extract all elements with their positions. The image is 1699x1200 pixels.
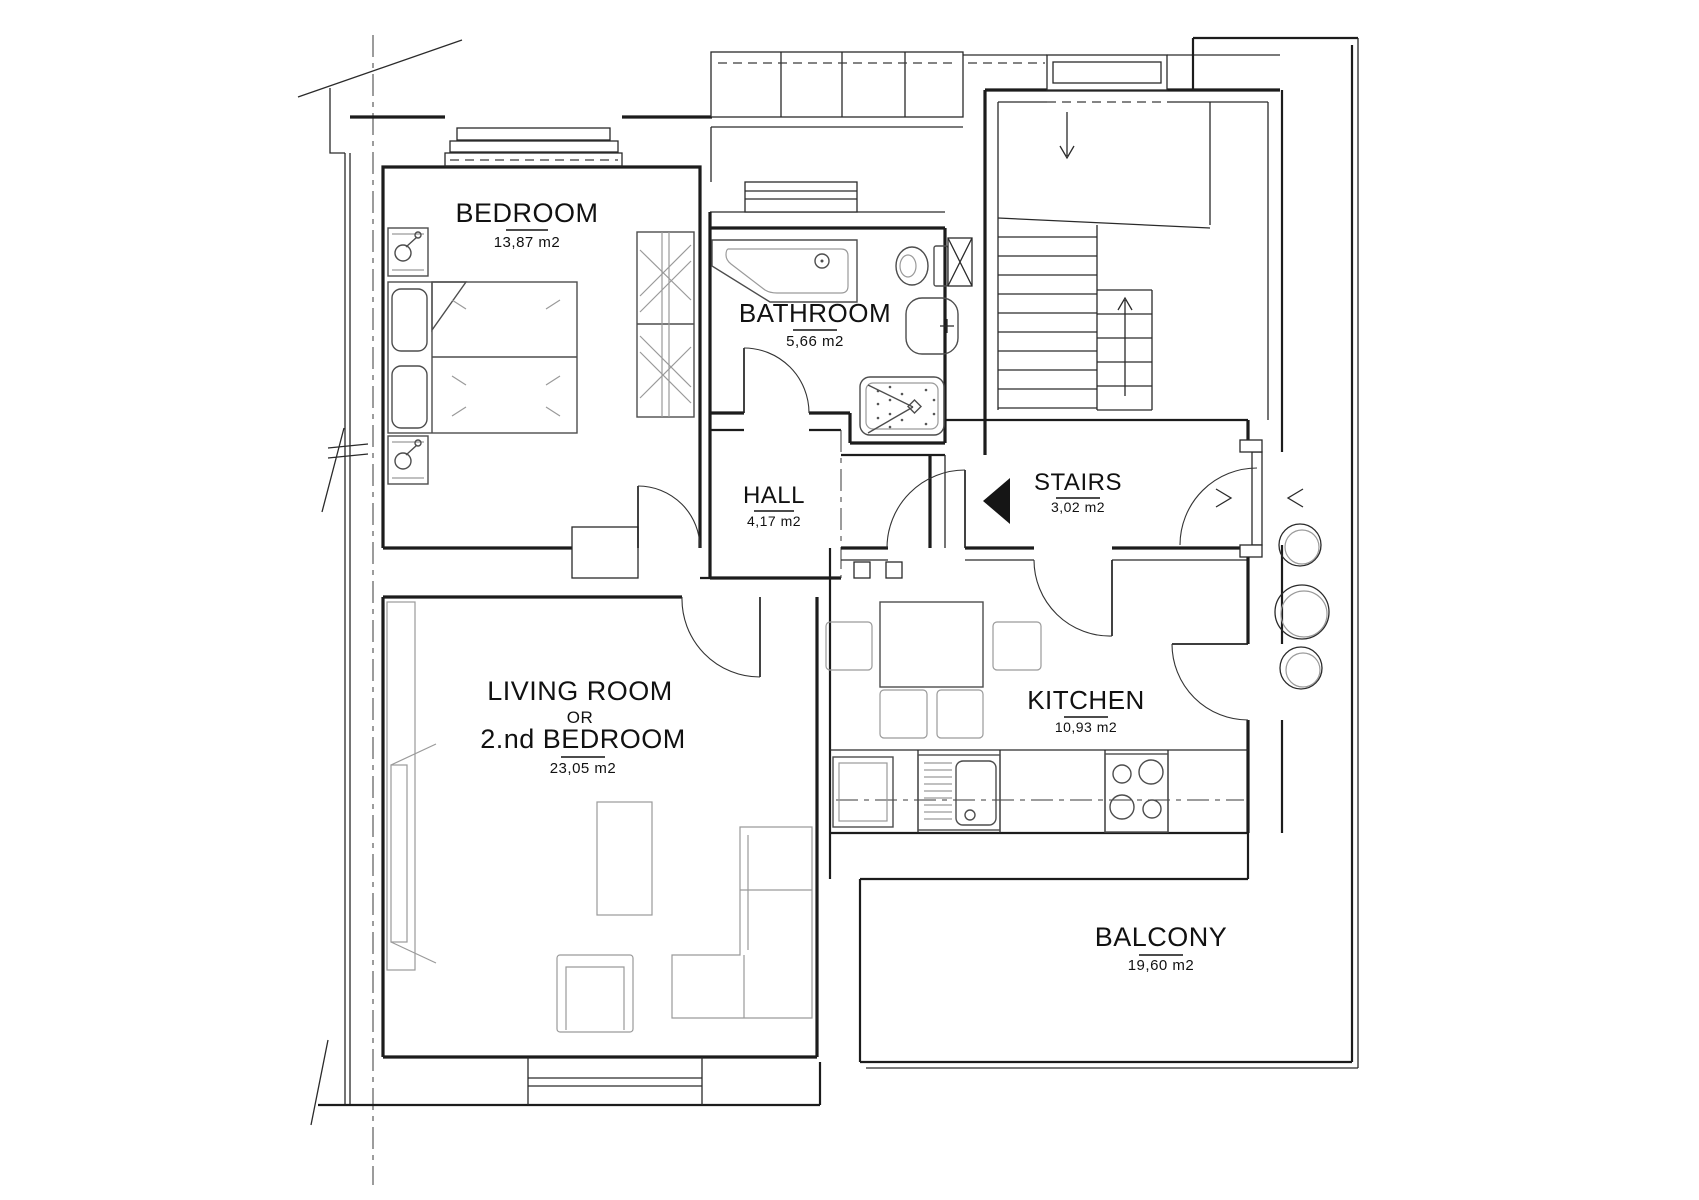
kitchen-sink-icon <box>917 754 1001 831</box>
bathroom-door-swing <box>743 347 810 414</box>
living-room-door-swing <box>681 596 761 678</box>
room-area: 23,05 m2 <box>550 760 617 777</box>
washbasin-icon <box>905 297 959 355</box>
toilet-icon <box>895 245 949 287</box>
room-area: 3,02 m2 <box>1051 499 1105 515</box>
room-name: BEDROOM <box>455 198 598 228</box>
room-label-kitchen: KITCHEN 10,93 m2 <box>1027 685 1145 735</box>
door-post <box>885 561 903 579</box>
room-label-bathroom: BATHROOM 5,66 m2 <box>739 298 891 350</box>
bedroom-door-swing <box>637 485 701 549</box>
bathtub-icon <box>711 239 858 303</box>
stairs-down-arrow-icon <box>1059 112 1075 160</box>
room-area: 4,17 m2 <box>747 513 801 529</box>
dining-table-icon <box>879 601 984 688</box>
kitchen-door-swing <box>1033 559 1113 637</box>
door-swing-chevron-icon <box>1215 488 1233 508</box>
chair-icon <box>825 621 873 671</box>
dining-chairs <box>825 621 1042 739</box>
tv-cabinet-icon <box>386 601 437 971</box>
corridor-door-swing <box>886 469 966 549</box>
room-alt-name: 2.nd BEDROOM <box>480 724 686 754</box>
wall-pier <box>571 526 639 579</box>
kitchen-counter <box>830 749 1248 833</box>
sofa-icon <box>671 826 813 1019</box>
chair-icon <box>992 621 1042 671</box>
entry-arrow-icon <box>983 478 1010 524</box>
room-area: 5,66 m2 <box>786 333 844 350</box>
bathroom-window <box>710 127 858 213</box>
armchair-icon <box>556 954 634 1033</box>
room-area: 13,87 m2 <box>494 234 561 251</box>
room-name: HALL <box>743 482 805 509</box>
room-area: 10,93 m2 <box>1055 719 1117 735</box>
room-name-conjunction: OR <box>567 708 594 727</box>
room-label-living-room: LIVING ROOM OR 2.nd BEDROOM 23,05 m2 <box>480 676 686 777</box>
planter-icon <box>1274 584 1330 640</box>
coffee-table-icon <box>596 801 653 916</box>
stairs-up-arrow-icon <box>1117 296 1133 396</box>
stairs-landing <box>997 101 1211 229</box>
room-name: BALCONY <box>1095 922 1228 952</box>
planter-icon <box>1278 523 1322 567</box>
wardrobe-icon <box>636 231 695 418</box>
room-name: KITCHEN <box>1027 685 1145 715</box>
stairs-treads <box>998 225 1153 411</box>
nightstand-lamp-icon <box>387 227 429 277</box>
stove-icon <box>1104 753 1169 833</box>
room-area: 19,60 m2 <box>1128 957 1195 974</box>
entry-door <box>1179 439 1304 558</box>
chair-icon <box>879 689 928 739</box>
closet-block <box>710 51 964 128</box>
vent-shaft-icon <box>947 237 973 287</box>
room-label-stairs: STAIRS 3,02 m2 <box>1034 469 1122 515</box>
bed-icon <box>387 281 578 434</box>
room-name: BATHROOM <box>739 298 891 328</box>
room-name: LIVING ROOM <box>487 676 673 706</box>
room-label-balcony: BALCONY 19,60 m2 <box>1095 922 1228 974</box>
room-label-bedroom: BEDROOM 13,87 m2 <box>455 198 598 251</box>
bedroom-window <box>444 127 623 167</box>
balcony-door-swing <box>1171 643 1249 721</box>
room-name: STAIRS <box>1034 469 1122 496</box>
nightstand-lamp-icon <box>387 435 429 485</box>
site-boundary <box>297 39 463 1126</box>
living-room-window <box>527 1057 703 1105</box>
door-swing-chevron-icon <box>1286 488 1304 508</box>
door-post <box>853 561 871 579</box>
shower-icon <box>859 376 945 436</box>
stairwell-window <box>1046 54 1168 91</box>
planter-icon <box>1279 646 1323 690</box>
chair-icon <box>936 689 984 739</box>
room-label-hall: HALL 4,17 m2 <box>743 482 805 529</box>
